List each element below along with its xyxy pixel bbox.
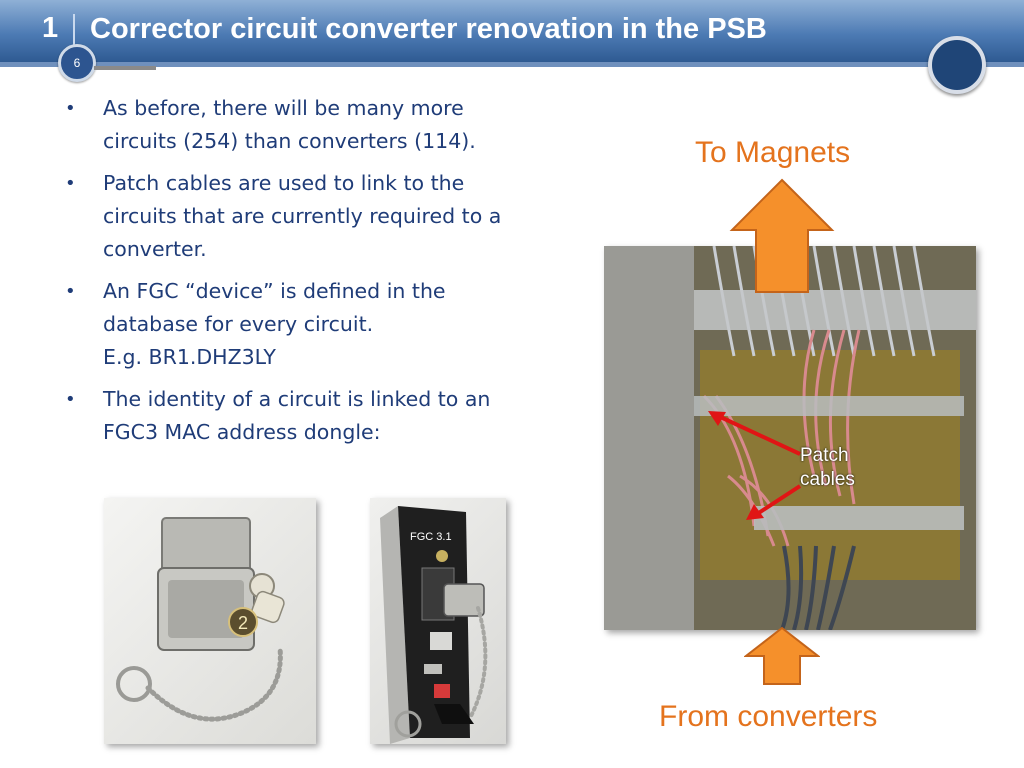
fgc-card-label: FGC 3.1 [410, 531, 452, 543]
section-number: 1 [42, 12, 59, 44]
corner-ring-decoration [928, 36, 986, 94]
mac-dongle-illustration: 2 [116, 517, 285, 722]
bullet-text: An FGC “device” is defined in the databa… [103, 279, 446, 336]
slide-title: Corrector circuit converter renovation i… [90, 13, 767, 45]
bullet-item: • Patch cables are used to link to the ci… [60, 167, 530, 266]
bullet-item: • As before, there will be many more circ… [60, 92, 530, 158]
patch-label-line1: Patch [800, 445, 849, 466]
bullet-dot-icon: • [65, 98, 76, 119]
bullet-text: Patch cables are used to link to the cir… [103, 171, 502, 261]
to-magnets-label: To Magnets [695, 136, 851, 169]
title-bar [0, 0, 1024, 62]
from-up-arrow-icon [744, 626, 820, 685]
patch-panel-illustration [604, 246, 976, 630]
bullet-example: E.g. BR1.DHZ3LY [103, 345, 276, 369]
dongle-number: 2 [238, 613, 248, 633]
section-separator [73, 14, 75, 48]
bullet-list: • As before, there will be many more circ… [60, 92, 530, 458]
fgc-card-illustration: FGC 3.1 [380, 506, 488, 744]
title-bar-underline [0, 62, 1024, 67]
bullet-item: • An FGC “device” is defined in the datab… [60, 275, 530, 374]
up-arrow-icon [729, 178, 835, 293]
fgc-card-photo: FGC 3.1 [370, 498, 506, 744]
bullet-dot-icon: • [65, 281, 76, 302]
patch-pointer-lower [752, 484, 802, 518]
bullet-text: As before, there will be many more circu… [103, 96, 476, 153]
bullet-item: • The identity of a circuit is linked to … [60, 383, 530, 449]
bullet-dot-icon: • [65, 173, 76, 194]
patch-pointer-upper [713, 412, 801, 456]
bullet-text: The identity of a circuit is linked to a… [103, 387, 491, 444]
from-converters-label: From converters [659, 700, 878, 733]
patch-panel-photo [604, 246, 976, 630]
mac-dongle-photo: 2 [104, 498, 316, 744]
patch-cables-label: Patch cables [800, 444, 855, 492]
patch-label-line2: cables [800, 469, 855, 490]
page-badge-line [94, 66, 156, 70]
page-number-badge: 6 [58, 44, 96, 82]
bullet-dot-icon: • [65, 389, 76, 410]
